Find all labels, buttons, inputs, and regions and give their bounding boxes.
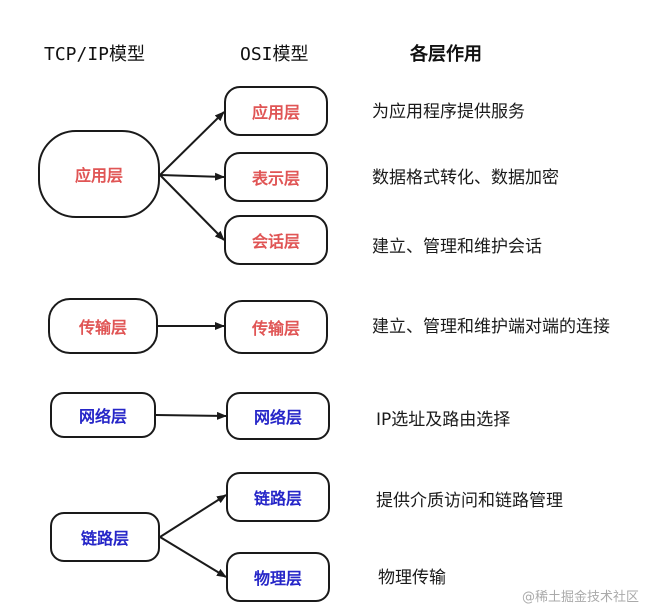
tcpip-transport-label: 传输层 [78,318,127,337]
osi-network-label: 网络层 [253,408,302,427]
osi-physical-label: 物理层 [253,569,302,588]
osi-transport-label: 传输层 [251,319,300,338]
tcpip-network-box: 网络层 [50,392,156,438]
tcpip-link-label: 链路层 [80,529,129,548]
osi-application-box: 应用层 [224,86,328,136]
osi-presentation-label: 表示层 [251,169,300,188]
arrow-link-to-physical [159,536,227,578]
role-network: IP选址及路由选择 [376,410,511,430]
tcpip-network-label: 网络层 [78,407,127,426]
tcpip-application-label: 应用层 [74,166,123,185]
arrow-app-to-app [159,111,225,176]
role-header: 各层作用 [410,44,482,65]
osi-datalink-box: 链路层 [226,472,330,522]
osi-transport-box: 传输层 [224,300,328,354]
osi-network-box: 网络层 [226,392,330,440]
osi-header: OSI模型 [240,44,309,65]
osi-datalink-label: 链路层 [253,489,302,508]
role-application: 为应用程序提供服务 [372,102,525,122]
osi-application-label: 应用层 [251,103,300,122]
role-datalink: 提供介质访问和链路管理 [376,491,563,511]
osi-session-box: 会话层 [224,215,328,265]
tcpip-application-box: 应用层 [38,130,160,218]
arrow-network [155,411,227,420]
osi-presentation-box: 表示层 [224,152,328,202]
arrow-link-to-datalink [159,494,227,538]
tcpip-transport-box: 传输层 [48,298,158,354]
role-physical: 物理传输 [378,568,446,588]
role-session: 建立、管理和维护会话 [372,237,542,257]
tcpip-link-box: 链路层 [50,512,160,562]
arrow-app-to-session [159,174,225,241]
osi-session-label: 会话层 [251,232,300,251]
role-transport: 建立、管理和维护端对端的连接 [372,317,610,337]
osi-physical-box: 物理层 [226,552,330,602]
role-presentation: 数据格式转化、数据加密 [372,168,559,188]
arrow-app-to-presentation [159,172,225,181]
tcpip-header: TCP/IP模型 [44,44,146,65]
watermark: @稀土掘金技术社区 [521,590,639,605]
